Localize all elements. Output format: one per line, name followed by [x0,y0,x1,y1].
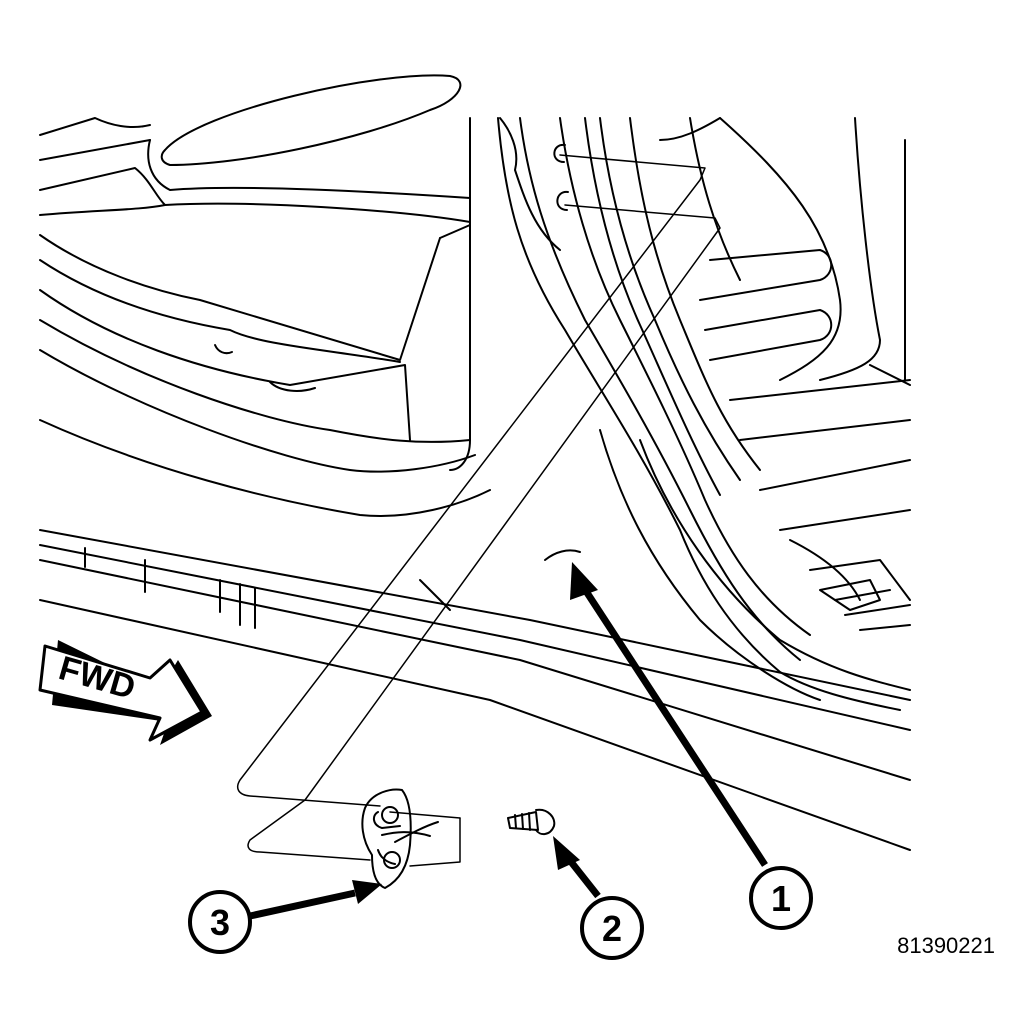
detail-wedge [237,154,721,867]
door-check-bracket [361,788,439,889]
callout-2-leader [565,855,601,899]
callout-2-label: 2 [602,908,622,949]
door-panel [39,74,491,517]
callout-3: 3 [188,880,382,954]
callout-1-leader [579,583,768,867]
b-pillar [497,117,911,711]
callout-2-arrowhead [553,836,580,870]
callout-1-label: 1 [771,878,791,919]
callout-1-arrowhead [570,562,598,600]
callout-2: 2 [553,836,644,960]
callout-1-circle [749,866,813,930]
callout-3-arrowhead [352,880,382,904]
sill-plate [39,529,911,851]
hook-location-mark [544,549,581,561]
callout-3-leader [249,889,356,920]
callout-3-label: 3 [210,902,230,943]
callout-2-circle [580,896,644,960]
figure-id: 81390221 [897,933,995,958]
floor-area [729,364,911,631]
screw [507,808,556,836]
callout-3-circle [188,890,252,954]
callout-1: 1 [570,562,813,930]
fwd-direction-arrow: FWD [38,640,212,745]
